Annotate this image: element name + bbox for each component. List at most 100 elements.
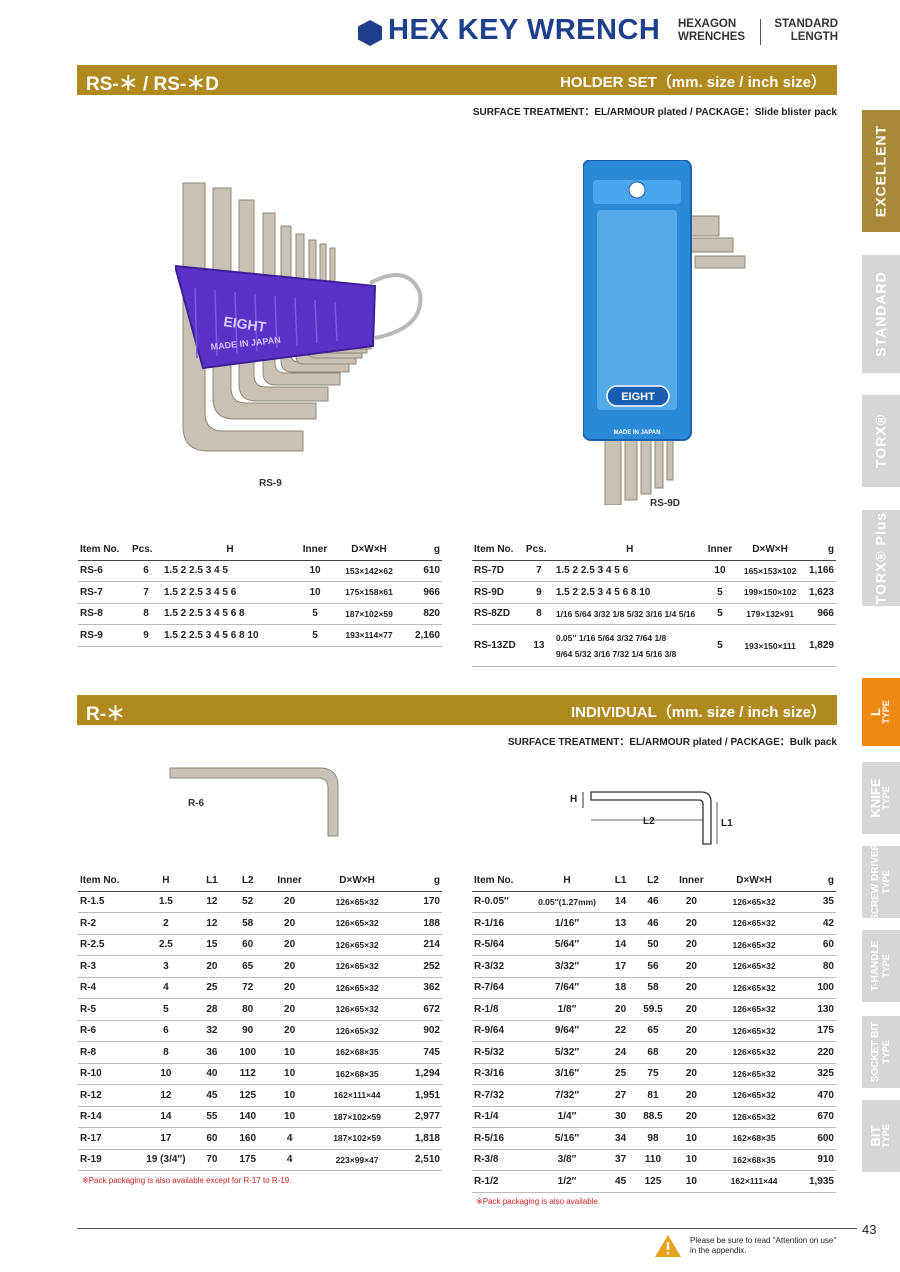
cell-item: R-2 bbox=[78, 912, 138, 935]
cell-g: 188 bbox=[401, 912, 442, 935]
cell-inner: 20 bbox=[670, 1020, 713, 1042]
cell-dwh: 162×111×44 bbox=[313, 1084, 402, 1107]
cell-inner: 20 bbox=[670, 998, 713, 1021]
cell-l2: 98 bbox=[635, 1127, 671, 1150]
cell-l1: 28 bbox=[194, 998, 230, 1021]
holder-brand-text: EIGHT bbox=[621, 391, 655, 403]
cell-item: R-7/64 bbox=[472, 977, 529, 999]
side-tab-excellent[interactable]: EXCELLENT bbox=[862, 110, 900, 232]
cell-l2: 160 bbox=[229, 1127, 267, 1150]
cell-item: R-1/2 bbox=[472, 1170, 529, 1193]
cell-g: 1,951 bbox=[401, 1084, 442, 1107]
rs9-holder-set-photo: EIGHT MADE IN JAPAN bbox=[175, 182, 423, 452]
cell-inner: 5 bbox=[705, 624, 735, 667]
section-code: R-＊ bbox=[86, 704, 126, 725]
col-g: g bbox=[805, 540, 836, 561]
cell-dwh: 126×65×32 bbox=[712, 1063, 796, 1085]
r6-wrench-photo bbox=[169, 767, 339, 837]
header-category-line1: HEXAGON bbox=[678, 18, 737, 30]
cell-dwh: 199×150×102 bbox=[734, 581, 806, 604]
cell-item: R-3/8 bbox=[472, 1149, 529, 1171]
cell-h: 3/16″ bbox=[528, 1063, 606, 1085]
cell-inner: 20 bbox=[266, 912, 314, 935]
cell-inner: 20 bbox=[670, 912, 713, 935]
cell-l2: 75 bbox=[635, 1063, 671, 1085]
warning-icon bbox=[655, 1235, 681, 1257]
side-tab-label: SCREW DRIVER bbox=[870, 843, 881, 921]
cell-dwh: 126×65×32 bbox=[712, 912, 796, 935]
cell-pcs: 9 bbox=[523, 581, 554, 604]
cell-h-line1: 0.05″ 1/16 5/64 3/32 7/64 1/8 bbox=[555, 632, 667, 643]
cell-item: RS-7D bbox=[472, 560, 524, 582]
cell-inner: 10 bbox=[670, 1127, 713, 1150]
cell-dwh: 126×65×32 bbox=[712, 1041, 796, 1064]
cell-g: 60 bbox=[795, 934, 836, 956]
cell-l1: 30 bbox=[605, 1106, 636, 1128]
rs9d-holder-set-photo: EIGHT MADE IN JAPAN bbox=[583, 160, 746, 505]
cell-inner: 10 bbox=[670, 1149, 713, 1171]
cell-l2: 110 bbox=[635, 1149, 671, 1171]
cell-h: 5/16″ bbox=[528, 1127, 606, 1150]
col-item: Item No. bbox=[472, 871, 529, 892]
cell-l1: 14 bbox=[605, 934, 636, 956]
side-tab-standard[interactable]: STANDARD bbox=[862, 255, 900, 373]
cell-inner: 4 bbox=[266, 1149, 314, 1171]
col-h: H bbox=[162, 540, 298, 561]
cell-inner: 20 bbox=[266, 998, 314, 1021]
col-dwh: D×W×H bbox=[332, 540, 406, 561]
cell-l2: 125 bbox=[635, 1170, 671, 1193]
cell-g: 610 bbox=[406, 560, 442, 582]
table-header-row: Item No. Pcs. H Inner D×W×H g bbox=[472, 540, 836, 561]
page-number: 43 bbox=[862, 1222, 877, 1237]
cell-dwh: 162×68×35 bbox=[712, 1127, 796, 1150]
cell-dwh: 162×68×35 bbox=[712, 1149, 796, 1171]
cell-h: 7/64″ bbox=[528, 977, 606, 999]
cell-l2: 68 bbox=[635, 1041, 671, 1064]
header-category-line2: WRENCHES bbox=[678, 31, 746, 43]
cell-l2: 58 bbox=[635, 977, 671, 999]
cell-item: R-3 bbox=[78, 955, 138, 978]
col-item: Item No. bbox=[78, 540, 130, 561]
cell-item: R-5/64 bbox=[472, 934, 529, 956]
side-tab-torx-plus[interactable]: TORX® Plus bbox=[862, 510, 900, 606]
diagram-label-l2: L2 bbox=[643, 816, 655, 827]
cell-l2: 65 bbox=[635, 1020, 671, 1042]
side-tab-label: T-HANDLE bbox=[870, 940, 881, 992]
cell-dwh: 126×65×32 bbox=[313, 1020, 402, 1042]
section-heading: INDIVIDUAL（mm. size / inch size） bbox=[570, 704, 826, 721]
cell-l1: 60 bbox=[194, 1127, 230, 1150]
cell-l1: 18 bbox=[605, 977, 636, 999]
holder-origin-text: MADE IN JAPAN bbox=[614, 430, 661, 436]
cell-h: 0.05″(1.27mm) bbox=[528, 891, 606, 913]
cell-l1: 45 bbox=[194, 1084, 230, 1107]
warning-text: Please be sure to read "Attention on use… bbox=[690, 1236, 836, 1256]
side-tab-torx[interactable]: TORX® bbox=[862, 395, 900, 487]
cell-item: R-0.05″ bbox=[472, 891, 529, 913]
header-length: STANDARD LENGTH bbox=[768, 18, 838, 44]
cell-item: R-1/8 bbox=[472, 998, 529, 1021]
cell-h: 10 bbox=[137, 1063, 195, 1085]
cell-h: 1/2″ bbox=[528, 1170, 606, 1193]
holder-brand-text: EIGHT bbox=[223, 313, 268, 335]
cell-h: 8 bbox=[137, 1041, 195, 1064]
cell-dwh: 187×102×59 bbox=[313, 1127, 402, 1150]
cell-l2: 65 bbox=[229, 955, 267, 978]
cell-dwh: 162×68×35 bbox=[313, 1063, 402, 1085]
side-tab-label: L bbox=[868, 708, 883, 716]
